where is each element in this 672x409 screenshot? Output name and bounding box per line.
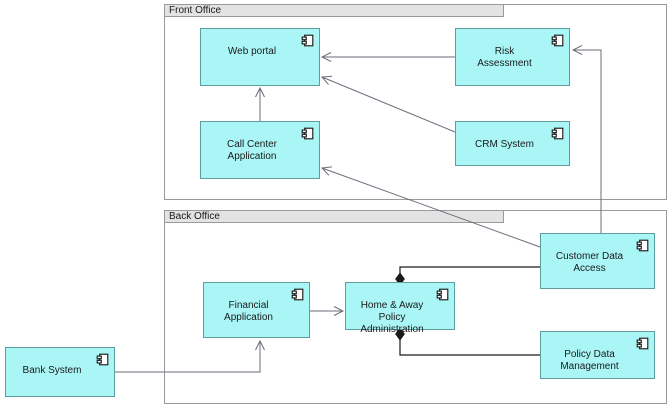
component-financial-application[interactable]: Financial Application xyxy=(203,282,310,338)
component-call-center-application[interactable]: Call Center Application xyxy=(200,121,320,179)
component-policy-data-management[interactable]: Policy Data Management xyxy=(540,331,655,379)
uml-component-icon xyxy=(551,34,564,47)
component-risk-assessment[interactable]: Risk Assessment xyxy=(455,28,570,86)
component-bank-system[interactable]: Bank System xyxy=(5,347,115,397)
component-home-and-away-policy-administration[interactable]: Home & Away Policy Administration xyxy=(345,282,455,335)
uml-component-icon xyxy=(636,337,649,350)
component-label-risk-assessment: Risk Assessment xyxy=(477,46,532,69)
uml-component-icon xyxy=(636,239,649,252)
component-web-portal[interactable]: Web portal xyxy=(200,28,320,86)
uml-component-icon xyxy=(291,288,304,301)
uml-component-icon xyxy=(301,127,314,140)
uml-component-icon xyxy=(301,34,314,47)
component-crm-system[interactable]: CRM System xyxy=(455,121,570,166)
group-label-back-office[interactable]: Back Office xyxy=(164,210,504,223)
uml-component-icon xyxy=(96,353,109,366)
component-label-financial-application: Financial Application xyxy=(224,300,273,323)
uml-component-icon xyxy=(436,288,449,301)
component-label-crm-system: CRM System xyxy=(475,139,534,150)
component-customer-data-access[interactable]: Customer Data Access xyxy=(540,233,655,289)
component-label-web-portal: Web portal xyxy=(227,46,277,57)
component-label-policy-data-management: Policy Data Management xyxy=(560,349,619,372)
component-label-customer-data-access: Customer Data Access xyxy=(555,251,624,274)
component-label-call-center-application: Call Center Application xyxy=(226,139,278,162)
group-label-front-office[interactable]: Front Office xyxy=(164,4,504,17)
component-label-bank-system: Bank System xyxy=(22,365,82,376)
uml-component-icon xyxy=(551,127,564,140)
